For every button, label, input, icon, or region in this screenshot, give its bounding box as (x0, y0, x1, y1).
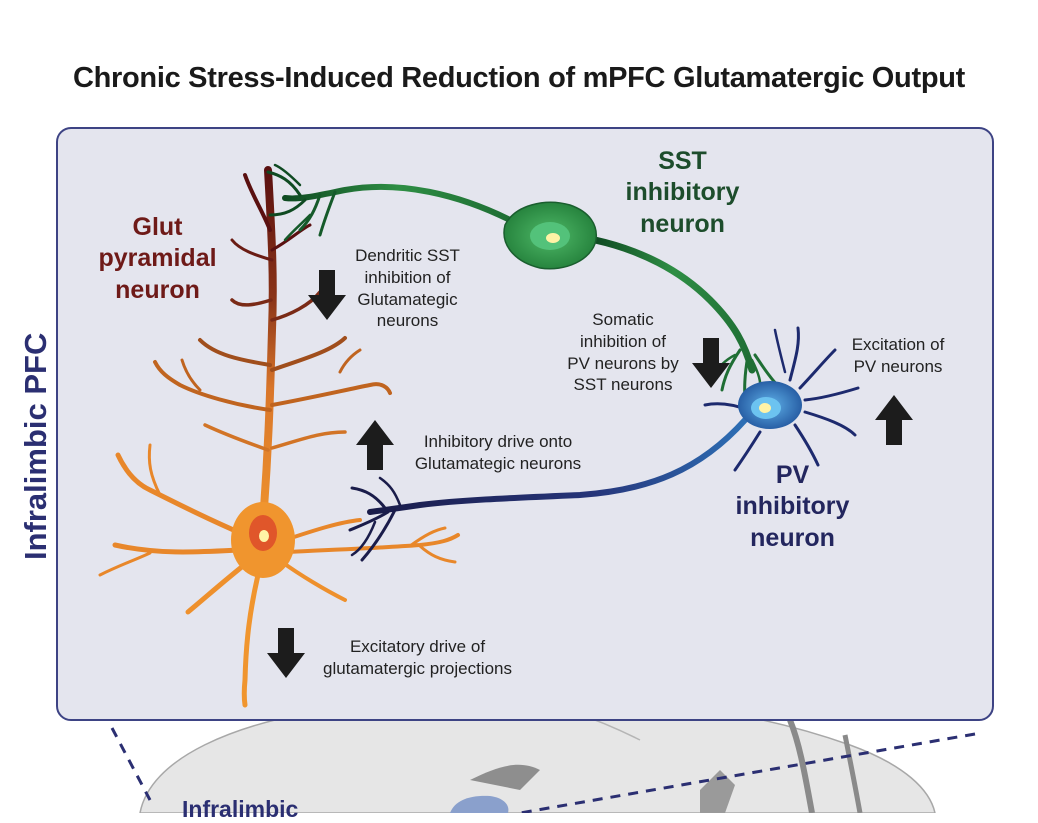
note-line: Somatic (592, 310, 654, 329)
excitatory-drive-note: Excitatory drive of glutamatergic projec… (300, 636, 535, 680)
sst-nucleolus (546, 233, 560, 243)
pv-nucleolus (759, 403, 771, 413)
circuit-panel (56, 127, 994, 721)
pv-label-line3: neuron (750, 523, 835, 552)
note-line: PV neurons by (567, 353, 679, 373)
sst-label-line1: SST (658, 147, 707, 175)
diagram-title: Chronic Stress-Induced Reduction of mPFC… (72, 62, 966, 94)
note-line: Inhibitory drive onto (423, 432, 573, 451)
pv-excitation-note: Excitation of PV neurons (838, 334, 958, 378)
inhibitory-drive-note: Inhibitory drive onto Glutamategic neuro… (393, 431, 603, 475)
note-line: PV neurons (853, 356, 943, 376)
note-line: Dendritic SST (355, 246, 460, 265)
glut-label-line2: pyramidal (98, 244, 217, 273)
arrow-down-icon (267, 628, 305, 678)
sst-neuron-label: SST inhibitory neuron (610, 146, 755, 240)
sst-label-line3: neuron (640, 209, 725, 238)
note-line: SST neurons (573, 375, 673, 395)
brain-inset-label: Infralimbic (182, 796, 299, 822)
arrow-up-icon (875, 395, 913, 445)
pv-neuron-label: PV inhibitory neuron (715, 460, 870, 554)
sst-label-line2: inhibitory (625, 178, 740, 207)
pv-neuron (348, 326, 860, 562)
somatic-inhibition-note: Somatic inhibition of PV neurons by SST … (548, 309, 698, 396)
arrow-up-icon (356, 420, 394, 470)
note-line: inhibition of (579, 331, 666, 351)
glut-label-line1: Glut (132, 213, 183, 241)
note-line: inhibition of (364, 267, 451, 287)
arrow-down-icon (308, 270, 346, 320)
inset-connector-right (519, 732, 976, 813)
arrow-down-icon (692, 338, 730, 388)
pyramidal-nucleolus (259, 530, 269, 542)
sst-neuron (266, 163, 782, 400)
region-label: Infralimbic PFC (18, 332, 53, 560)
note-line: neurons (376, 311, 439, 331)
note-line: Glutamategic neurons (414, 453, 582, 473)
pyramidal-neuron (98, 166, 460, 708)
glut-neuron-label: Glut pyramidal neuron (95, 212, 220, 306)
inset-connector-left (110, 727, 152, 801)
dendritic-inhibition-note: Dendritic SST inhibition of Glutamategic… (335, 245, 480, 332)
note-line: Excitation of (851, 335, 945, 354)
pv-label-line2: inhibitory (735, 492, 850, 521)
note-line: Excitatory drive of (349, 637, 486, 656)
note-line: glutamatergic projections (323, 658, 512, 678)
note-line: Glutamategic (357, 289, 458, 309)
glut-label-line3: neuron (115, 275, 200, 304)
pv-label-line1: PV (775, 461, 810, 489)
